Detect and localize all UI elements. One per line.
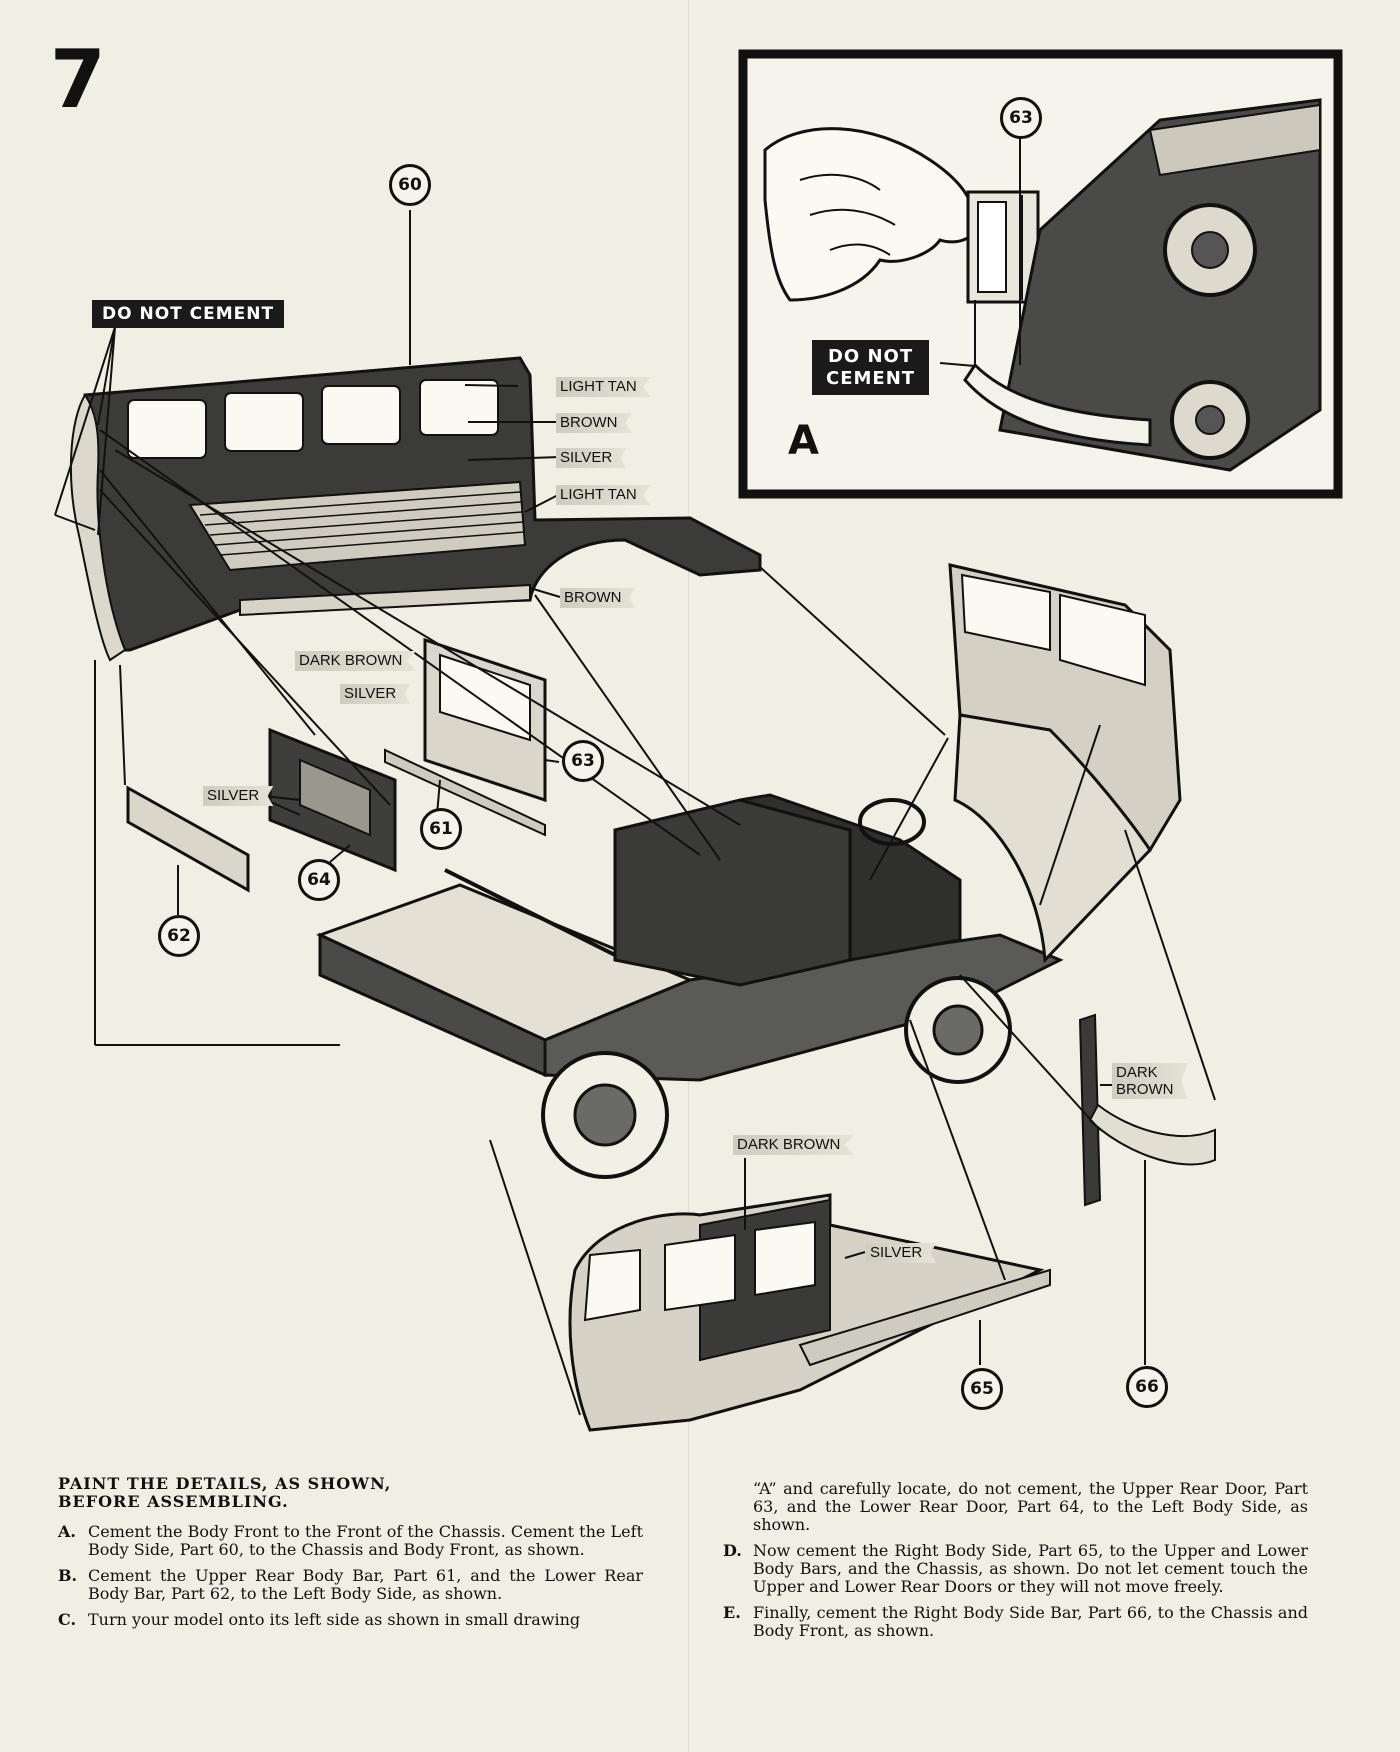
upper-rear-bar-61 xyxy=(384,748,546,837)
instruction-step-c: C. Turn your model onto its left side as… xyxy=(58,1611,643,1629)
side-bar-66 xyxy=(1078,1013,1102,1207)
color-tag-dark-brown: DARK BROWN xyxy=(295,651,417,671)
instructions-right: “A” and carefully locate, do not cement,… xyxy=(723,1480,1308,1648)
part-number-63: 63 xyxy=(562,740,604,782)
do-not-cement-label: DO NOT CEMENT xyxy=(92,300,285,329)
instruction-step-e: E. Finally, cement the Right Body Side B… xyxy=(723,1604,1308,1640)
color-tag-silver: SILVER xyxy=(556,448,627,468)
window-3 xyxy=(321,385,401,445)
right-body-side-bar xyxy=(798,1268,1051,1367)
rear-seat xyxy=(739,793,962,962)
lower-rear-bar-62 xyxy=(126,785,250,893)
step-text: Turn your model onto its left side as sh… xyxy=(88,1610,581,1629)
inset-do-not-text: DO NOT xyxy=(827,346,914,367)
part-number-62: 62 xyxy=(158,915,200,957)
color-tag-light-tan: LIGHT TAN xyxy=(556,377,651,397)
color-tag-brown: BROWN xyxy=(560,588,636,608)
instructions-heading: PAINT THE DETAILS, AS SHOWN, BEFORE ASSE… xyxy=(58,1475,643,1511)
color-tag-brown-text: BROWN xyxy=(1116,1081,1174,1098)
step-text: Cement the Upper Rear Body Bar, Part 61,… xyxy=(88,1566,643,1603)
steering-wheel xyxy=(858,798,926,846)
grille-panel xyxy=(188,480,527,572)
instructions-heading-line-2: BEFORE ASSEMBLING. xyxy=(58,1492,289,1511)
color-tag-dark-brown: DARK BROWN xyxy=(1112,1063,1188,1099)
step-letter: B. xyxy=(58,1566,78,1585)
step-text: Cement the Body Front to the Front of th… xyxy=(88,1522,643,1559)
part-number-65: 65 xyxy=(961,1368,1003,1410)
window-2 xyxy=(224,392,304,452)
instructions-heading-line-1: PAINT THE DETAILS, AS SHOWN, xyxy=(58,1474,392,1493)
inset-truck xyxy=(998,98,1322,472)
step-text: Finally, cement the Right Body Side Bar,… xyxy=(753,1603,1308,1640)
window-4 xyxy=(419,379,499,436)
instruction-step-b: B. Cement the Upper Rear Body Bar, Part … xyxy=(58,1567,643,1603)
color-tag-silver: SILVER xyxy=(340,684,411,704)
color-tag-brown: BROWN xyxy=(556,413,632,433)
step-letter: E. xyxy=(723,1603,741,1622)
color-tag-dark-brown: DARK BROWN xyxy=(733,1135,855,1155)
instruction-step-c-continued: “A” and carefully locate, do not cement,… xyxy=(753,1479,1308,1534)
color-tag-silver: SILVER xyxy=(866,1243,937,1263)
color-tag-silver: SILVER xyxy=(203,786,274,806)
step-text: Now cement the Right Body Side, Part 65,… xyxy=(753,1541,1308,1596)
step-letter: D. xyxy=(723,1541,742,1560)
part-number-66: 66 xyxy=(1126,1366,1168,1408)
part-number-60: 60 xyxy=(389,164,431,206)
instruction-step-d: D. Now cement the Right Body Side, Part … xyxy=(723,1542,1308,1596)
part-number-61: 61 xyxy=(420,808,462,850)
step-letter: A. xyxy=(58,1522,76,1541)
window-1 xyxy=(127,399,207,459)
leader-lines xyxy=(54,195,1216,1416)
step-number: 7 xyxy=(50,33,106,126)
instruction-step-a: A. Cement the Body Front to the Front of… xyxy=(58,1523,643,1559)
front-seat xyxy=(613,798,852,987)
color-tag-light-tan: LIGHT TAN xyxy=(556,485,651,505)
color-tag-dark-text: DARK xyxy=(1116,1064,1158,1081)
step-letter: C. xyxy=(58,1610,77,1629)
inset-cement-text: CEMENT xyxy=(826,367,916,389)
part-number-64: 64 xyxy=(298,859,340,901)
part-number-63-inset: 63 xyxy=(1000,97,1042,139)
instructions-left: PAINT THE DETAILS, AS SHOWN, BEFORE ASSE… xyxy=(58,1475,643,1637)
inset-do-not-cement-label: DO NOT CEMENT xyxy=(812,340,930,396)
inset-letter: A xyxy=(788,418,819,464)
